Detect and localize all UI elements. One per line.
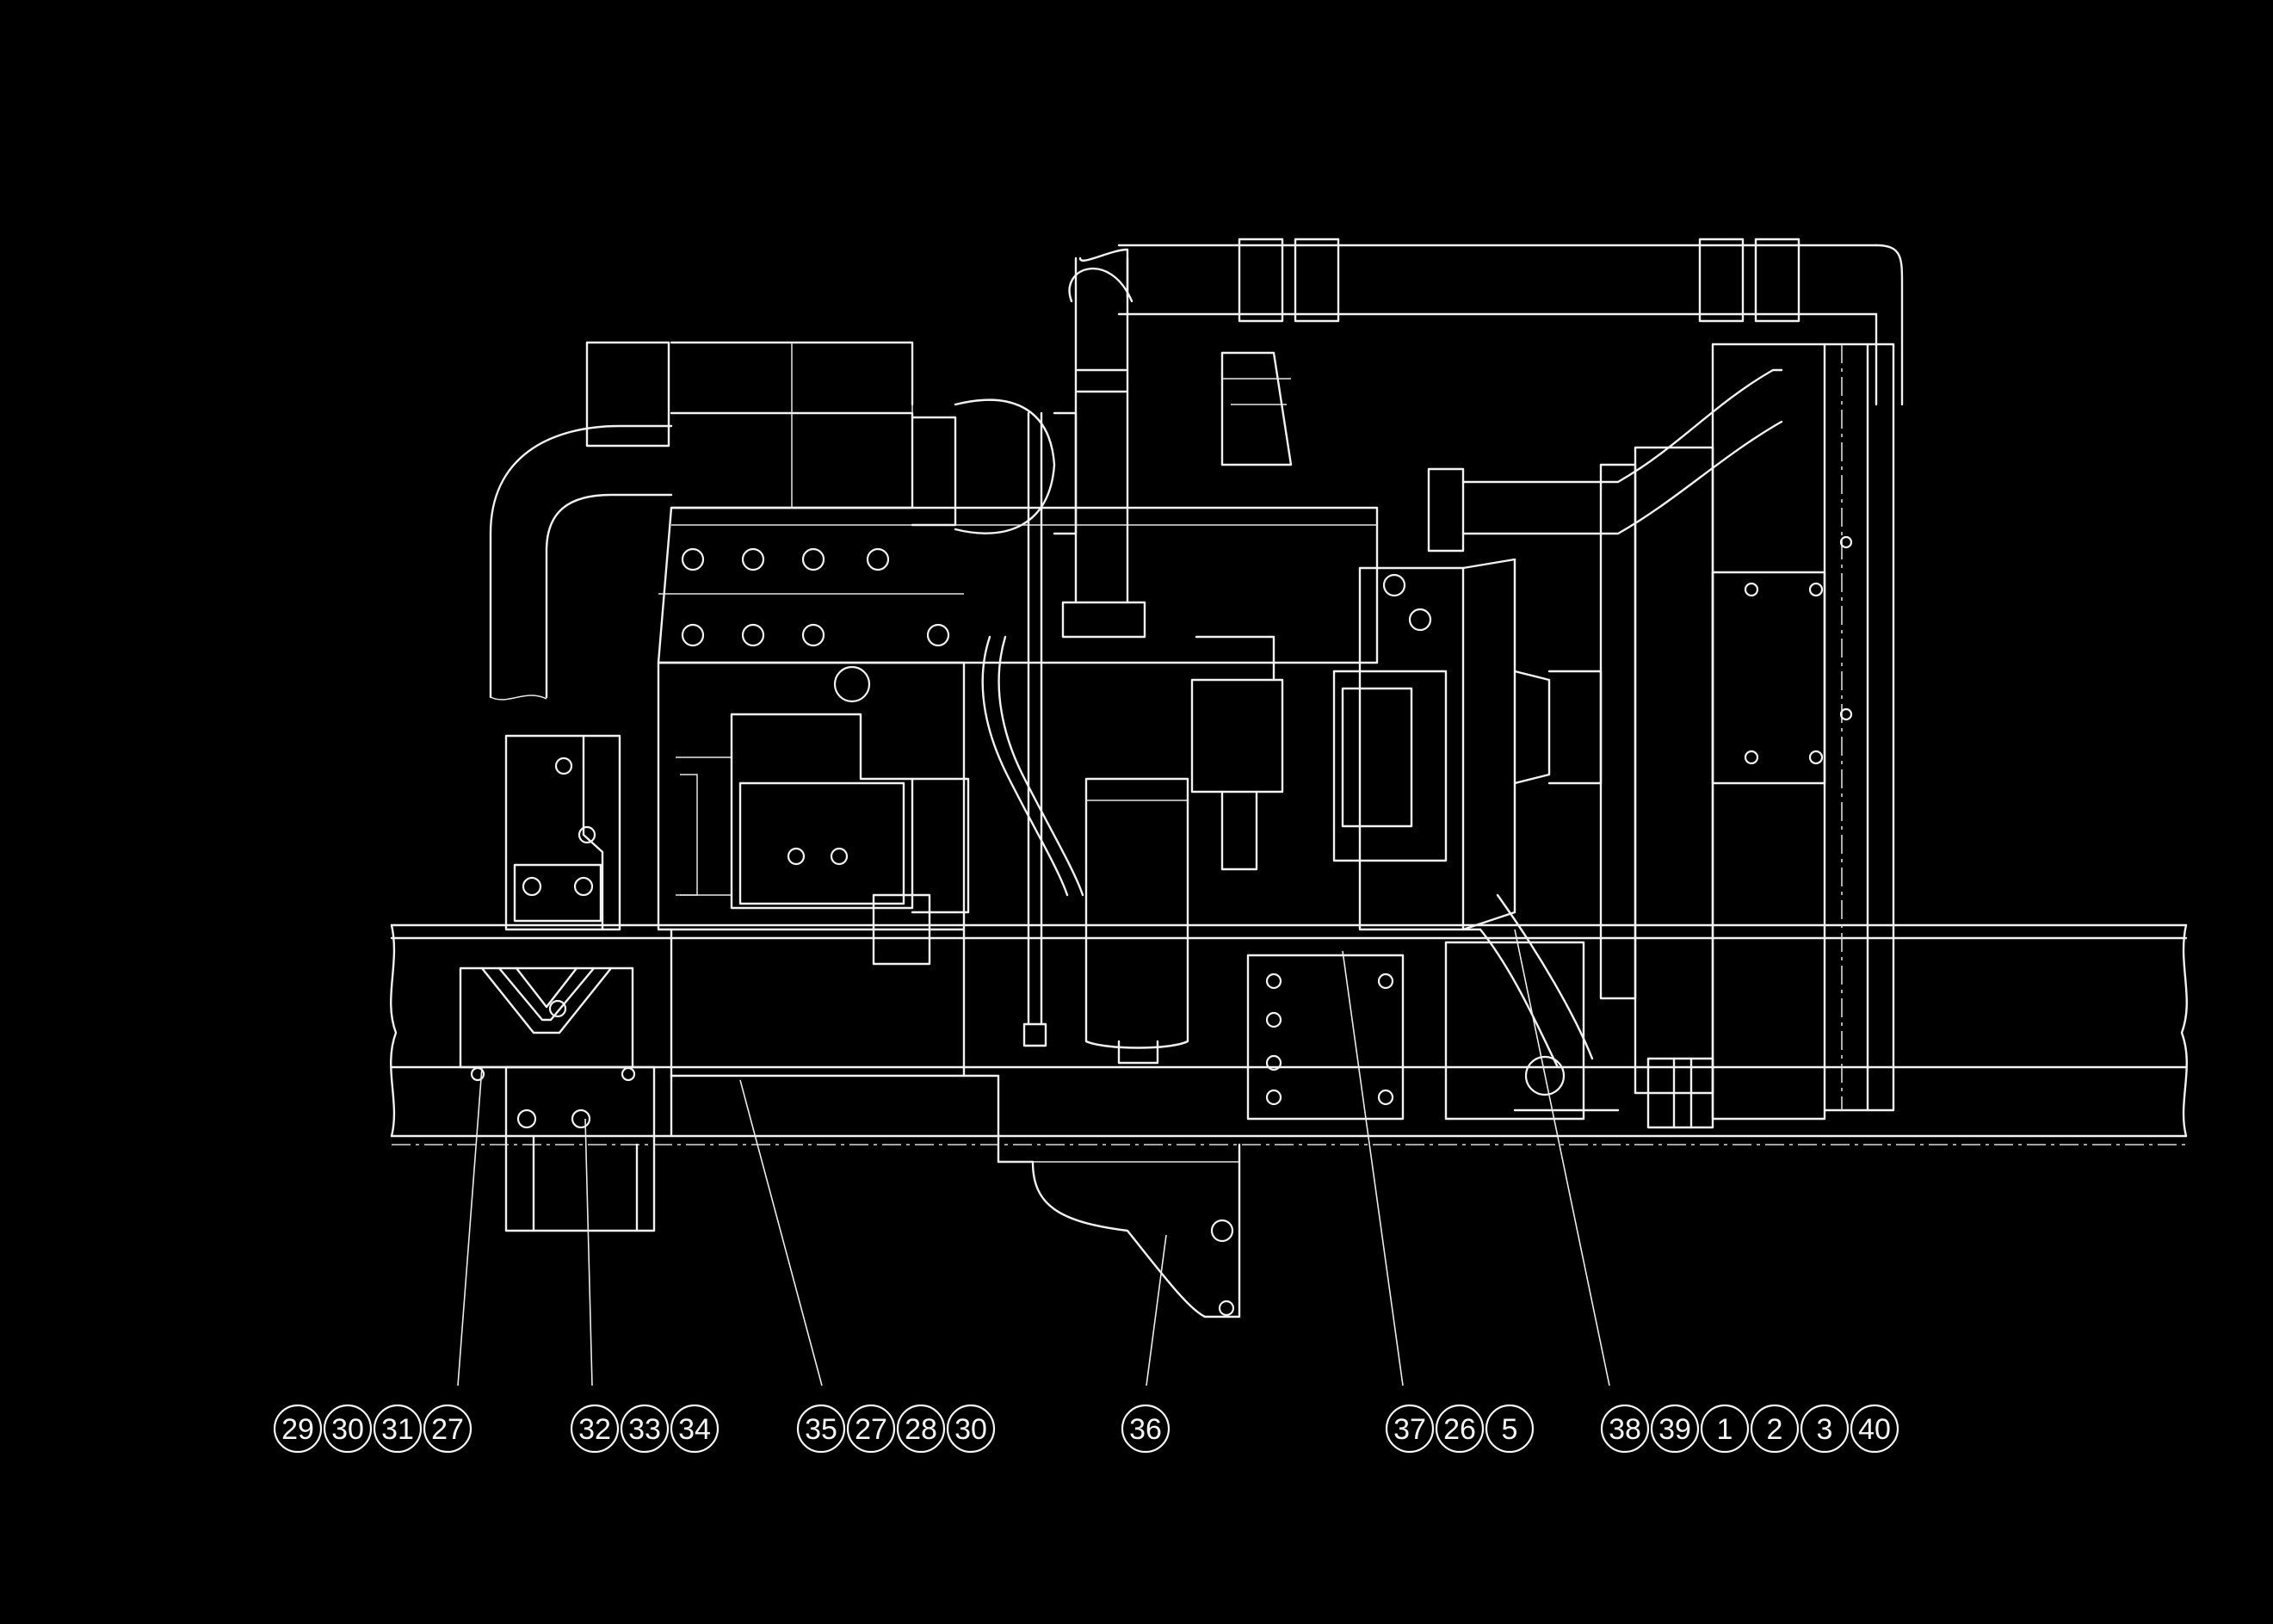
front-mount-bracket [459, 734, 656, 1232]
callout-circle [670, 1404, 720, 1454]
fuel-filter [1190, 635, 1284, 871]
intake-elbow-pipe [489, 341, 914, 701]
callout-number: 3 [1817, 1413, 1833, 1446]
dipstick-tube [981, 411, 1084, 1047]
callout-circle [273, 1404, 323, 1454]
callout-number: 2 [1767, 1413, 1783, 1446]
frame-rail-lower [390, 1065, 2188, 1145]
callout-number: 31 [381, 1413, 414, 1446]
lower-radiator-hose [1461, 893, 1714, 1129]
callout-group: 38 39 1 2 3 40 [1600, 1404, 1899, 1454]
callout-circle [620, 1404, 670, 1454]
oil-pan [670, 1074, 1241, 1318]
callout-number: 40 [1858, 1413, 1891, 1446]
callout-number: 33 [628, 1413, 661, 1446]
callout-circle [1850, 1404, 1899, 1454]
callout-number: 1 [1717, 1413, 1733, 1446]
oil-filter [1084, 777, 1189, 1065]
callout-circle [1750, 1404, 1800, 1454]
callout-circle [846, 1404, 896, 1454]
turbocharger [911, 256, 1293, 639]
callout-circle [1485, 1404, 1535, 1454]
callout-circle [1650, 1404, 1700, 1454]
callout-number: 27 [431, 1413, 464, 1446]
callout-number: 29 [281, 1413, 314, 1446]
callout-circle [796, 1404, 846, 1454]
callout-circle [323, 1404, 373, 1454]
callout-number: 28 [905, 1413, 937, 1446]
callout-number: 36 [1129, 1413, 1162, 1446]
callout-group: 29 30 31 27 [273, 1404, 473, 1454]
callout-number: 30 [954, 1413, 987, 1446]
starter-motor [676, 713, 970, 966]
rear-mount-bracket [1246, 941, 1620, 1121]
water-pump-housing [1332, 368, 1783, 931]
callout-number: 39 [1658, 1413, 1691, 1446]
callout-group: 36 [1121, 1404, 1170, 1454]
callout-circle [1600, 1404, 1650, 1454]
callout-number: 34 [678, 1413, 711, 1446]
callout-circle [423, 1404, 473, 1454]
callout-number: 27 [855, 1413, 887, 1446]
leader-lines [457, 929, 1610, 1386]
callout-circle [373, 1404, 423, 1454]
callout-circle [1700, 1404, 1750, 1454]
frame-rail-upper [390, 923, 2188, 1138]
callout-number: 35 [805, 1413, 837, 1446]
callout-group: 37 26 5 [1385, 1404, 1535, 1454]
callout-number: 38 [1609, 1413, 1641, 1446]
callout-group: 35 27 28 30 [796, 1404, 996, 1454]
engine-block [657, 506, 1379, 1078]
callout-circle [946, 1404, 996, 1454]
callout-group: 32 33 34 [570, 1404, 720, 1454]
callout-circle [570, 1404, 620, 1454]
callout-circle [896, 1404, 946, 1454]
fan-pulley [1461, 558, 1603, 931]
charge-air-pipe [1078, 238, 1904, 406]
callout-number: 26 [1443, 1413, 1476, 1446]
callout-circle [1800, 1404, 1850, 1454]
callout-labels: 29 30 31 27 32 33 34 35 27 28 30 36 37 26 5 38 39 1 2 3 40 [273, 1404, 1899, 1454]
callout-number: 5 [1502, 1413, 1518, 1446]
radiator [1599, 343, 1895, 1121]
callout-number: 37 [1393, 1413, 1426, 1446]
callout-circle [1435, 1404, 1485, 1454]
callout-number: 32 [578, 1413, 611, 1446]
callout-number: 30 [331, 1413, 364, 1446]
callout-circle [1385, 1404, 1435, 1454]
callout-circle [1121, 1404, 1170, 1454]
